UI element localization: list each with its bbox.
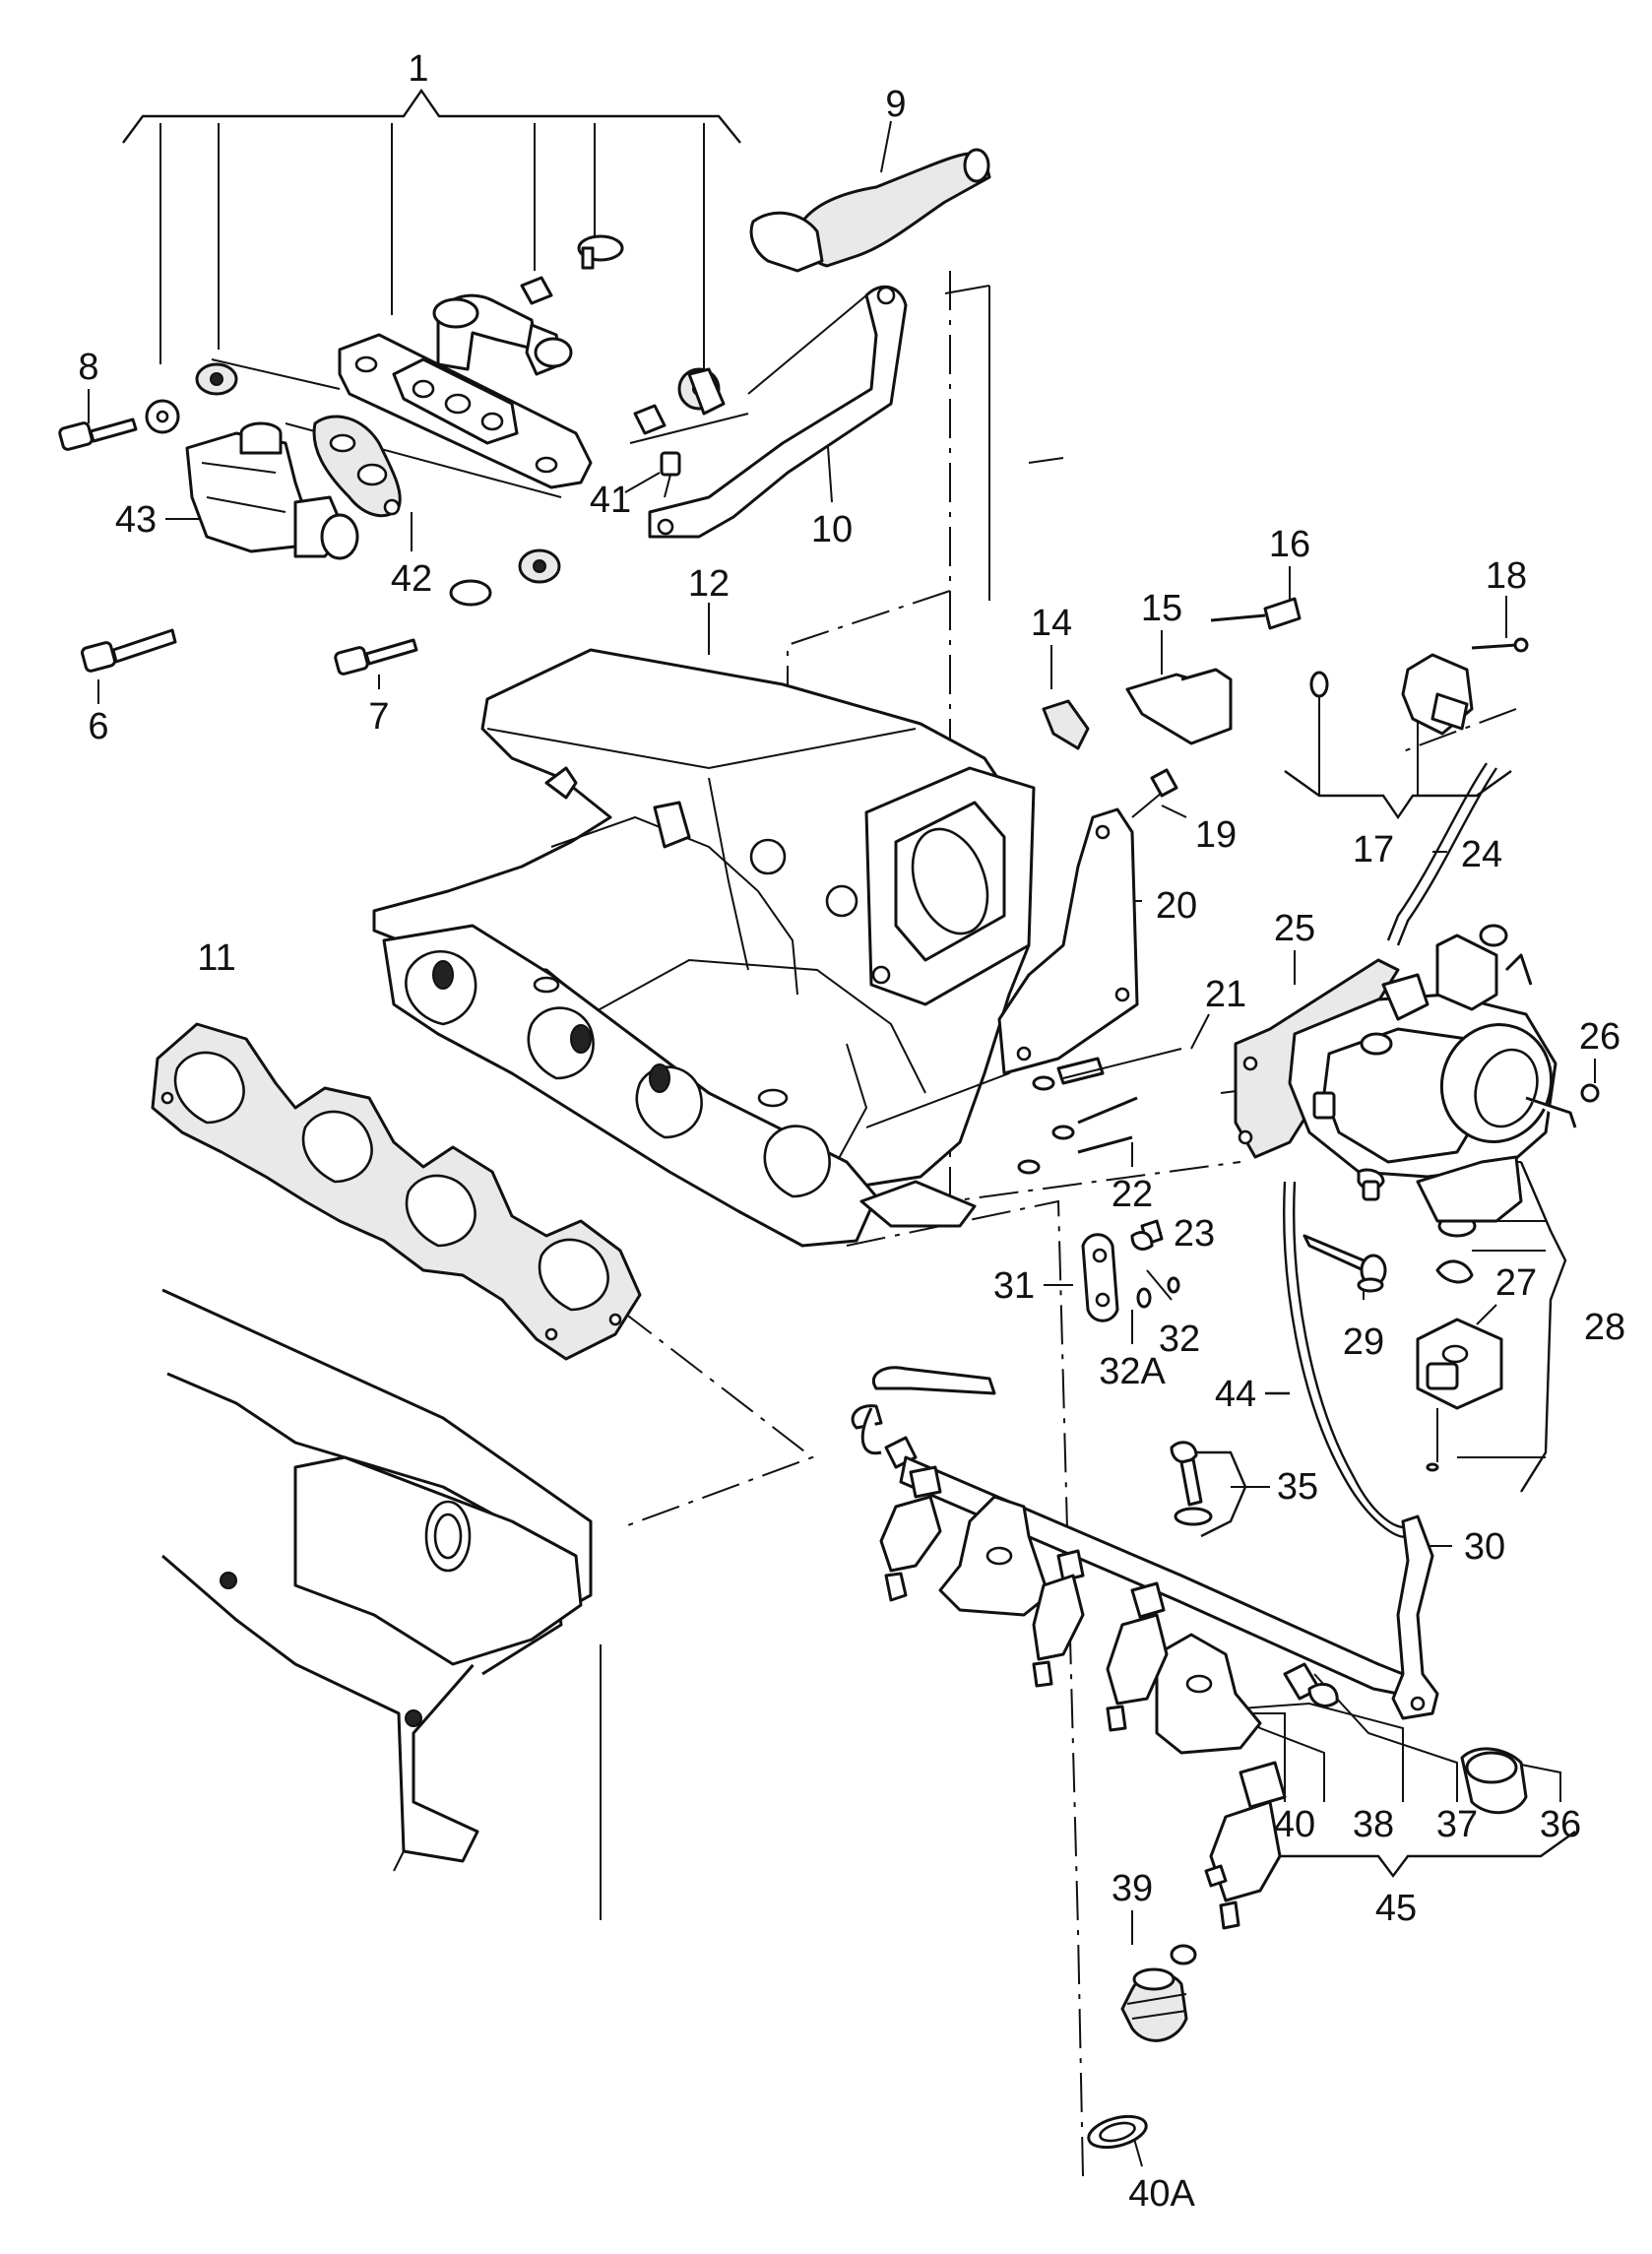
callout-14: 14 bbox=[1031, 603, 1072, 644]
leader-lines bbox=[88, 88, 1596, 2167]
callout-25: 25 bbox=[1274, 908, 1315, 949]
top-assembly bbox=[58, 148, 991, 676]
callout-10: 10 bbox=[811, 509, 853, 550]
callout-18: 18 bbox=[1486, 555, 1527, 597]
intake-manifold bbox=[372, 648, 1036, 1248]
callout-30: 30 bbox=[1464, 1526, 1505, 1568]
callout-17: 17 bbox=[1353, 829, 1394, 870]
callout-40: 40 bbox=[1274, 1804, 1315, 1845]
callout-15: 15 bbox=[1141, 588, 1182, 629]
bolt-6 bbox=[81, 628, 177, 673]
callout-35: 35 bbox=[1277, 1466, 1318, 1508]
fuel-rail-group bbox=[851, 1366, 1528, 2150]
callout-39: 39 bbox=[1112, 1868, 1153, 1909]
callout-21: 21 bbox=[1205, 974, 1246, 1015]
hose-9 bbox=[749, 148, 991, 273]
callout-1: 1 bbox=[408, 48, 428, 90]
callout-36: 36 bbox=[1540, 1804, 1581, 1845]
bracket-10 bbox=[648, 285, 908, 539]
callout-20: 20 bbox=[1156, 885, 1197, 927]
callout-6: 6 bbox=[88, 706, 108, 747]
bolt-7 bbox=[334, 548, 561, 676]
callout-7: 7 bbox=[368, 696, 389, 738]
callout-32A: 32A bbox=[1099, 1351, 1166, 1392]
callout-40A: 40A bbox=[1128, 2173, 1195, 2215]
callout-37: 37 bbox=[1436, 1804, 1478, 1845]
engine-block bbox=[161, 1288, 602, 1920]
callout-23: 23 bbox=[1174, 1213, 1215, 1255]
callout-42: 42 bbox=[391, 558, 432, 600]
callout-28: 28 bbox=[1584, 1307, 1625, 1348]
callout-43: 43 bbox=[115, 499, 157, 541]
callout-26: 26 bbox=[1579, 1016, 1620, 1058]
callout-9: 9 bbox=[885, 84, 906, 125]
callout-12: 12 bbox=[688, 563, 730, 605]
bolt-8 bbox=[58, 362, 238, 451]
housing-1 bbox=[338, 234, 726, 498]
callout-labels: 1 6 7 8 9 10 11 12 14 15 16 17 18 19 20 … bbox=[78, 48, 1625, 2215]
manifold-gasket bbox=[151, 1022, 642, 1361]
callout-45: 45 bbox=[1375, 1888, 1417, 1929]
callout-16: 16 bbox=[1269, 524, 1310, 565]
callout-19: 19 bbox=[1195, 814, 1237, 856]
callout-44: 44 bbox=[1215, 1374, 1256, 1415]
callout-27: 27 bbox=[1495, 1262, 1537, 1304]
idle-valve-43 bbox=[185, 421, 359, 560]
throttle-body-group bbox=[997, 762, 1600, 1538]
gasket-42 bbox=[312, 415, 402, 518]
callout-11: 11 bbox=[197, 937, 235, 979]
callout-8: 8 bbox=[78, 347, 98, 388]
callout-41: 41 bbox=[590, 480, 631, 521]
callout-32: 32 bbox=[1159, 1319, 1200, 1360]
callout-38: 38 bbox=[1353, 1804, 1394, 1845]
callout-22: 22 bbox=[1112, 1174, 1153, 1215]
sensor-group bbox=[1042, 597, 1529, 750]
callout-24: 24 bbox=[1461, 834, 1502, 875]
callout-31: 31 bbox=[993, 1265, 1035, 1307]
callout-29: 29 bbox=[1343, 1321, 1384, 1363]
